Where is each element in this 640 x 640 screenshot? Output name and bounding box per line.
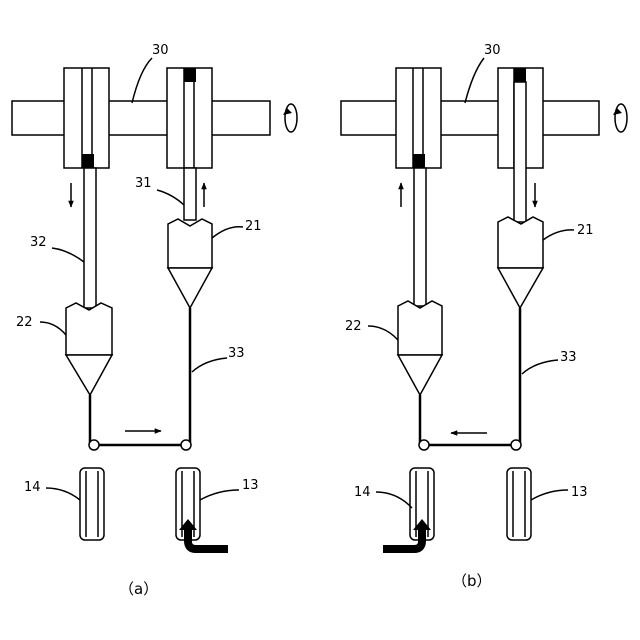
cone-22-a <box>66 355 112 395</box>
label-14-a: 14 <box>24 480 41 495</box>
panel-a: 30 31 32 21 22 33 14 13 （a） <box>12 43 297 598</box>
rod-left-b <box>414 168 426 306</box>
label-30-a: 30 <box>152 43 169 58</box>
unit-22-a <box>66 303 112 355</box>
pulley-right-a <box>181 440 191 450</box>
leader-21-b <box>543 230 574 240</box>
label-32-a: 32 <box>30 235 47 250</box>
block-right-b <box>514 68 526 82</box>
leader-14-b <box>376 492 412 508</box>
label-33-b: 33 <box>560 350 577 365</box>
roller-13-b <box>507 468 531 540</box>
rod-31-a <box>184 168 196 220</box>
leader-14-a <box>46 488 80 500</box>
left-clamp-b <box>396 68 441 168</box>
leader-21-a <box>212 227 243 238</box>
label-22-b: 22 <box>345 319 362 334</box>
leader-31-a <box>157 190 184 205</box>
panel-b: 30 21 22 33 14 13 （b） <box>341 43 627 590</box>
rotation-icon-a <box>283 104 297 132</box>
cone-21-a <box>168 268 212 308</box>
cone-22-b <box>398 355 442 395</box>
leader-13-a <box>200 490 239 500</box>
caption-b: （b） <box>452 572 492 590</box>
leader-22-b <box>368 326 398 340</box>
right-clamp-a <box>167 68 212 168</box>
shaft-a <box>12 101 270 135</box>
rod-32-a <box>84 168 96 308</box>
caption-a: （a） <box>119 580 158 598</box>
label-21-a: 21 <box>245 219 262 234</box>
label-22-a: 22 <box>16 315 33 330</box>
rod-right-b <box>514 82 526 222</box>
cone-21-b <box>498 268 543 308</box>
roller-14-a <box>80 468 104 540</box>
leader-22-a <box>40 322 66 335</box>
block-right-a <box>184 68 196 82</box>
leader-13-b <box>531 490 568 500</box>
leader-33-a <box>192 358 227 372</box>
unit-22-b <box>398 301 442 355</box>
label-13-a: 13 <box>242 478 259 493</box>
label-13-b: 13 <box>571 485 588 500</box>
pulley-left-b <box>419 440 429 450</box>
pulley-right-b <box>511 440 521 450</box>
label-30-b: 30 <box>484 43 501 58</box>
rotation-icon-b <box>613 104 627 132</box>
unit-21-a <box>168 219 212 268</box>
leader-30-a <box>132 58 152 103</box>
pulley-left-a <box>89 440 99 450</box>
label-31-a: 31 <box>135 176 152 191</box>
label-14-b: 14 <box>354 485 371 500</box>
leader-30-b <box>465 58 484 103</box>
block-left-a <box>82 154 94 168</box>
shaft-b <box>341 101 599 135</box>
leader-32-a <box>52 248 84 262</box>
left-clamp-a <box>64 68 109 168</box>
label-21-b: 21 <box>577 223 594 238</box>
unit-21-b <box>498 217 543 268</box>
block-left-b <box>413 154 425 168</box>
leader-33-b <box>522 360 558 374</box>
label-33-a: 33 <box>228 346 245 361</box>
